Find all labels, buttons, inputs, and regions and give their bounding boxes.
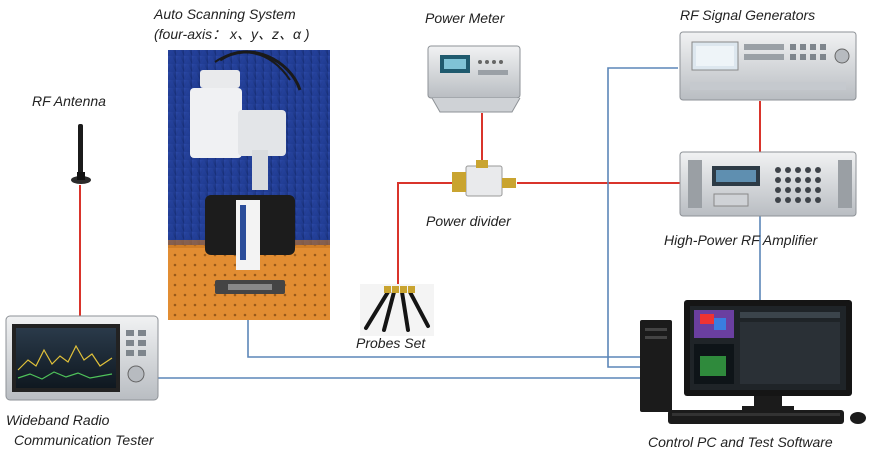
power-divider-device: [452, 160, 516, 197]
rf-antenna-label: RF Antenna: [32, 93, 106, 109]
control-pc-label: Control PC and Test Software: [648, 434, 833, 450]
wideband-tester-device: [5, 315, 159, 401]
high-power-rf-amplifier-label: High-Power RF Amplifier: [664, 232, 818, 248]
wideband-tester-label-line2: Communication Tester: [14, 432, 154, 448]
divider-to-probes-link: [397, 182, 455, 288]
control-pc-device: [640, 300, 866, 424]
auto-scanning-system-label: Auto Scanning System: [154, 6, 296, 22]
rf-antenna-device: [71, 124, 91, 184]
rf-connections: [79, 101, 761, 316]
high-power-rf-amplifier-device: [679, 151, 857, 217]
rf-signal-generators-device: [679, 31, 857, 101]
auto-scanning-system-device: [168, 50, 330, 320]
probes-set-label: Probes Set: [356, 335, 426, 351]
control-connections: [158, 67, 761, 379]
power-meter-label: Power Meter: [425, 10, 505, 26]
power-divider-label: Power divider: [426, 213, 511, 229]
auto-scanning-axes-label: (four-axis： x、y、z、α ): [154, 26, 310, 42]
power-meter-device: [427, 45, 521, 113]
rf-signal-generators-label: RF Signal Generators: [680, 7, 816, 23]
probes-set-device: [360, 284, 434, 336]
scanner-to-pc-link: [247, 318, 640, 358]
wideband-tester-label-line1: Wideband Radio: [6, 412, 110, 428]
generator-to-pc-link: [607, 67, 678, 368]
